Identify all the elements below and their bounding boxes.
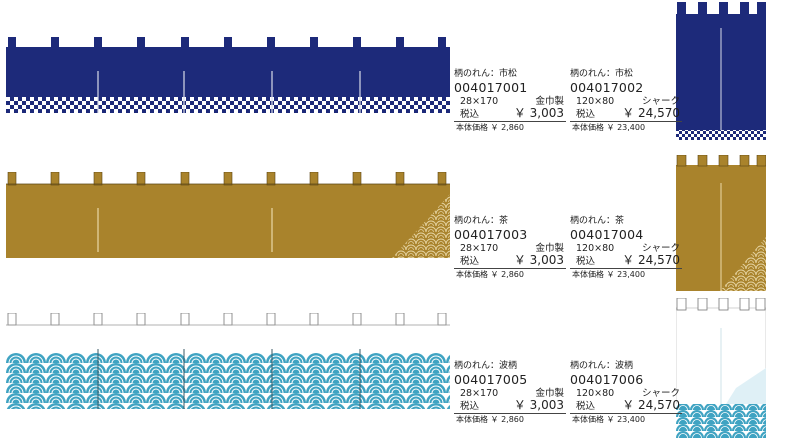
noren-tall-wave-image bbox=[676, 298, 766, 438]
tax-price: ￥ 24,570 bbox=[622, 106, 680, 120]
product-size: 120×80 bbox=[576, 95, 615, 107]
base-label: 本体価格 bbox=[456, 414, 488, 424]
product-material: 金巾製 bbox=[535, 242, 564, 254]
product-code: 004017006 bbox=[570, 372, 644, 387]
tax-price: ￥ 24,570 bbox=[622, 253, 680, 267]
tax-price: ￥ 3,003 bbox=[513, 106, 564, 120]
base-label: 本体価格 bbox=[456, 269, 488, 279]
product-code: 004017001 bbox=[454, 80, 528, 95]
product-spec: 28×170 金巾製 bbox=[454, 95, 566, 107]
product-size: 28×170 bbox=[460, 95, 499, 107]
base-label: 本体価格 bbox=[572, 414, 604, 424]
product-type: 柄のれん：茶 bbox=[454, 216, 509, 226]
product-size: 28×170 bbox=[460, 242, 499, 254]
price-with-tax: 税込 ￥ 24,570 bbox=[570, 106, 682, 122]
base-price: 本体価格 ￥ 23,400 bbox=[570, 122, 682, 132]
tax-label: 税込 bbox=[576, 401, 596, 412]
product-type: 柄のれん：市松 bbox=[570, 69, 634, 79]
product-spec: 120×80 シャーク bbox=[570, 387, 682, 399]
product-info-004017003: 柄のれん：茶 004017003 28×170 金巾製 税込 ￥ 3,003 本… bbox=[454, 217, 566, 279]
product-info-004017004: 柄のれん：茶 004017004 120×80 シャーク 税込 ￥ 24,570… bbox=[570, 217, 682, 279]
product-material: シャーク bbox=[641, 95, 680, 107]
noren-wide-wave-image bbox=[6, 313, 450, 409]
product-code: 004017002 bbox=[570, 80, 644, 95]
base-price-value: ￥ 23,400 bbox=[606, 269, 646, 279]
tax-label: 税込 bbox=[576, 109, 596, 120]
noren-wide-checker-image bbox=[6, 37, 450, 113]
product-code: 004017003 bbox=[454, 227, 528, 242]
base-price-value: ￥ 2,860 bbox=[490, 122, 524, 132]
noren-tall-checker-image bbox=[676, 2, 766, 140]
price-with-tax: 税込 ￥ 24,570 bbox=[570, 398, 682, 414]
product-material: シャーク bbox=[641, 242, 680, 254]
product-material: シャーク bbox=[641, 387, 680, 399]
product-type: 柄のれん：波柄 bbox=[570, 361, 634, 371]
base-price-value: ￥ 2,860 bbox=[490, 269, 524, 279]
price-with-tax: 税込 ￥ 3,003 bbox=[454, 106, 566, 122]
tax-price: ￥ 24,570 bbox=[622, 398, 680, 412]
product-size: 120×80 bbox=[576, 242, 615, 254]
base-price: 本体価格 ￥ 2,860 bbox=[454, 122, 566, 132]
product-info-004017005: 柄のれん：波柄 004017005 28×170 金巾製 税込 ￥ 3,003 … bbox=[454, 362, 566, 424]
base-label: 本体価格 bbox=[572, 269, 604, 279]
base-price: 本体価格 ￥ 2,860 bbox=[454, 269, 566, 279]
product-type: 柄のれん：波柄 bbox=[454, 361, 518, 371]
product-spec: 120×80 シャーク bbox=[570, 95, 682, 107]
product-info-004017002: 柄のれん：市松 004017002 120×80 シャーク 税込 ￥ 24,57… bbox=[570, 70, 682, 132]
product-material: 金巾製 bbox=[535, 387, 564, 399]
product-size: 28×170 bbox=[460, 387, 499, 399]
noren-tall-brown-image bbox=[676, 155, 766, 291]
base-label: 本体価格 bbox=[456, 122, 488, 132]
tax-price: ￥ 3,003 bbox=[513, 398, 564, 412]
base-price-value: ￥ 2,860 bbox=[490, 414, 524, 424]
base-price-value: ￥ 23,400 bbox=[606, 122, 646, 132]
price-with-tax: 税込 ￥ 3,003 bbox=[454, 253, 566, 269]
product-info-004017001: 柄のれん：市松 004017001 28×170 金巾製 税込 ￥ 3,003 … bbox=[454, 70, 566, 132]
tax-label: 税込 bbox=[460, 401, 480, 412]
base-label: 本体価格 bbox=[572, 122, 604, 132]
base-price: 本体価格 ￥ 23,400 bbox=[570, 414, 682, 424]
price-with-tax: 税込 ￥ 3,003 bbox=[454, 398, 566, 414]
base-price-value: ￥ 23,400 bbox=[606, 414, 646, 424]
product-material: 金巾製 bbox=[535, 95, 564, 107]
price-with-tax: 税込 ￥ 24,570 bbox=[570, 253, 682, 269]
product-spec: 28×170 金巾製 bbox=[454, 242, 566, 254]
tax-price: ￥ 3,003 bbox=[513, 253, 564, 267]
product-type: 柄のれん：市松 bbox=[454, 69, 518, 79]
product-size: 120×80 bbox=[576, 387, 615, 399]
tax-label: 税込 bbox=[460, 109, 480, 120]
tax-label: 税込 bbox=[576, 256, 596, 267]
product-info-004017006: 柄のれん：波柄 004017006 120×80 シャーク 税込 ￥ 24,57… bbox=[570, 362, 682, 424]
tax-label: 税込 bbox=[460, 256, 480, 267]
product-code: 004017005 bbox=[454, 372, 528, 387]
product-spec: 28×170 金巾製 bbox=[454, 387, 566, 399]
noren-wide-brown-image bbox=[6, 172, 450, 258]
product-spec: 120×80 シャーク bbox=[570, 242, 682, 254]
product-code: 004017004 bbox=[570, 227, 644, 242]
base-price: 本体価格 ￥ 2,860 bbox=[454, 414, 566, 424]
product-type: 柄のれん：茶 bbox=[570, 216, 625, 226]
base-price: 本体価格 ￥ 23,400 bbox=[570, 269, 682, 279]
